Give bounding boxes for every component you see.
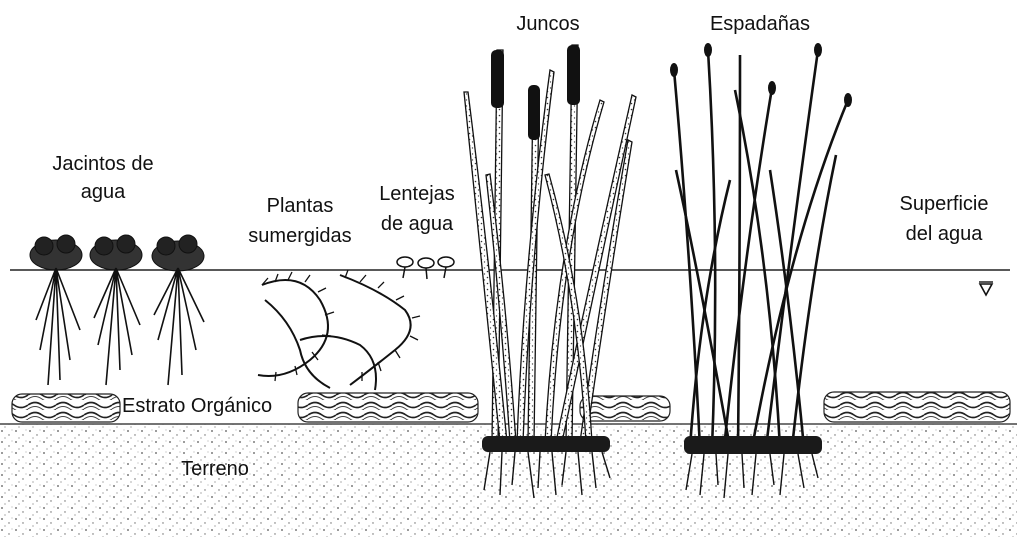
inverted-triangle-icon <box>979 282 993 295</box>
water-hyacinth-3 <box>152 235 204 385</box>
water-hyacinth-1 <box>30 235 82 385</box>
cattails-label: Espadañas <box>710 13 810 35</box>
soil-label: Terreno <box>181 458 249 480</box>
organic-layer-label: Estrato Orgánico <box>122 395 272 417</box>
water-hyacinths-label-line1: Jacintos de <box>52 153 153 175</box>
rushes-label: Juncos <box>516 13 579 35</box>
duckweed-label-line2: de agua <box>381 213 454 235</box>
water-hyacinth-2 <box>90 235 142 385</box>
water-surface-label-line1: Superficie <box>900 193 989 215</box>
water-surface-label-line2: del agua <box>906 223 984 245</box>
duckweed-label-line1: Lentejas <box>379 183 455 205</box>
water-hyacinths-label-line2: agua <box>81 181 126 203</box>
duckweed-plants <box>397 257 454 279</box>
water-hyacinth-plants <box>30 235 204 385</box>
submerged-plants-label-line2: sumergidas <box>248 225 351 247</box>
submerged-plants <box>258 270 420 390</box>
submerged-plants-label-line1: Plantas <box>267 195 334 217</box>
